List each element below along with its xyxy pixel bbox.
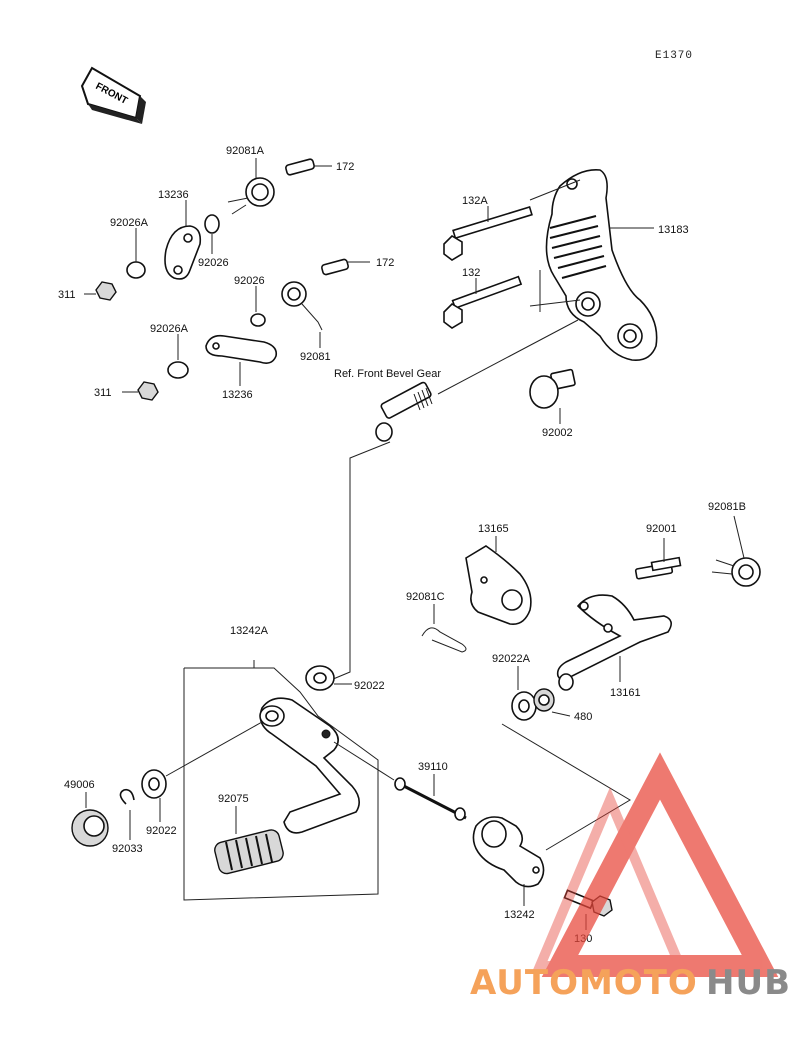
front-bevel-shaft <box>325 319 579 683</box>
part-label-92081A: 92081A <box>226 145 265 157</box>
part-label-311-lower: 311 <box>94 387 112 399</box>
part-label-92081: 92081 <box>300 351 331 363</box>
part-label-92026-lower: 92026 <box>234 275 265 287</box>
part-labels: 92081A 172 13236 92026A 92026 311 172 92… <box>58 145 746 945</box>
part-label-92026A-upper: 92026A <box>110 217 149 229</box>
part-label-13183: 13183 <box>658 224 689 236</box>
part-label-480: 480 <box>574 711 592 723</box>
part-label-92022-upper: 92022 <box>354 680 385 692</box>
watermark-logo-icon <box>532 752 779 977</box>
part-label-49006: 49006 <box>64 779 95 791</box>
part-label-92026A-lower: 92026A <box>150 323 189 335</box>
part-label-92033: 92033 <box>112 843 143 855</box>
part-label-13236-upper: 13236 <box>158 189 189 201</box>
part-label-92075: 92075 <box>218 793 249 805</box>
part-label-92081C: 92081C <box>406 591 445 603</box>
diagram-code: E1370 <box>655 50 693 62</box>
watermark-text-hub: HUB <box>706 963 791 1003</box>
part-label-92022-lower: 92022 <box>146 825 177 837</box>
part-label-13242A: 13242A <box>230 625 269 637</box>
part-label-13236-lower: 13236 <box>222 389 253 401</box>
upper-lever-assembly <box>95 158 349 401</box>
lever-assembly-13242A <box>71 660 613 917</box>
part-label-13165: 13165 <box>478 523 509 535</box>
shaft-leaders <box>433 515 745 717</box>
part-label-13242: 13242 <box>504 909 535 921</box>
shift-shaft-group <box>421 545 761 851</box>
part-label-92081B: 92081B <box>708 501 746 513</box>
front-arrow-icon: FRONT <box>80 66 146 124</box>
part-label-92026-upper: 92026 <box>198 257 229 269</box>
part-label-172-lower: 172 <box>376 257 394 269</box>
bracket-leaders <box>475 179 654 424</box>
part-label-132A: 132A <box>462 195 488 207</box>
watermark: AUTOMOTO HUB <box>470 752 791 1003</box>
part-label-132: 132 <box>462 267 480 279</box>
bracket-13183 <box>443 169 658 409</box>
part-label-39110: 39110 <box>418 761 448 773</box>
part-label-92002: 92002 <box>542 427 573 439</box>
watermark-text-automoto: AUTOMOTO <box>470 963 698 1003</box>
part-label-92001: 92001 <box>646 523 677 535</box>
part-label-13161: 13161 <box>610 687 641 699</box>
upper-left-leaders <box>84 158 370 393</box>
reference-label: Ref. Front Bevel Gear <box>334 368 441 380</box>
part-label-311-upper: 311 <box>58 289 76 301</box>
part-label-172-upper: 172 <box>336 161 354 173</box>
part-label-92022A: 92022A <box>492 653 531 665</box>
